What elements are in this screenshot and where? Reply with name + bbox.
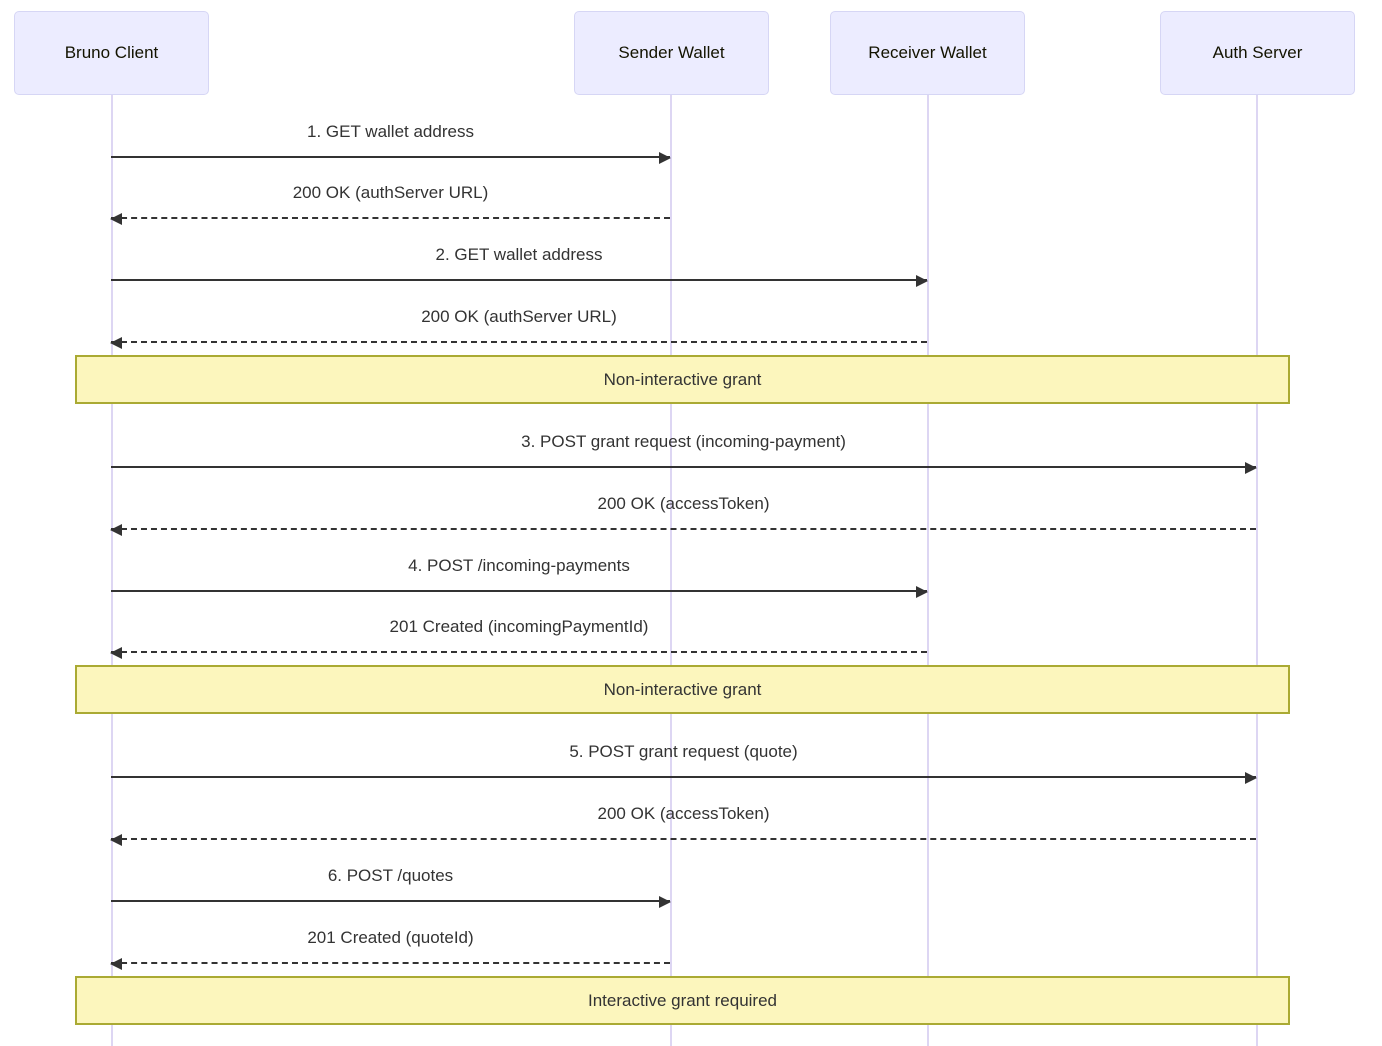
- message-arrow: [111, 152, 671, 164]
- message-arrow: [110, 958, 670, 970]
- message-arrow: [111, 586, 928, 598]
- arrowhead-right-icon: [1245, 772, 1257, 784]
- note-label: Non-interactive grant: [603, 369, 762, 389]
- participant-auth[interactable]: Auth Server: [1160, 11, 1355, 95]
- message-label: 200 OK (accessToken): [597, 494, 770, 513]
- message-arrow: [111, 896, 671, 908]
- note-band: Interactive grant required: [75, 976, 1290, 1025]
- note-label: Interactive grant required: [588, 990, 777, 1010]
- arrowhead-right-icon: [916, 586, 928, 598]
- message-label: 1. GET wallet address: [307, 122, 474, 141]
- arrowhead-right-icon: [916, 275, 928, 287]
- message-label: 200 OK (authServer URL): [292, 183, 489, 202]
- message-arrow: [110, 524, 1256, 536]
- participant-label: Receiver Wallet: [868, 43, 987, 62]
- participant-receiver[interactable]: Receiver Wallet: [830, 11, 1025, 95]
- message-label: 3. POST grant request (incoming-payment): [521, 432, 846, 451]
- message-label: 6. POST /quotes: [327, 866, 454, 885]
- participant-label: Auth Server: [1212, 43, 1303, 62]
- note-band: Non-interactive grant: [75, 665, 1290, 714]
- arrowhead-left-icon: [110, 524, 122, 536]
- message-arrow: [111, 462, 1257, 474]
- arrowhead-left-icon: [110, 647, 122, 659]
- message-arrow: [110, 647, 927, 659]
- arrowhead-left-icon: [110, 213, 122, 225]
- lifeline-auth: [1256, 11, 1258, 1046]
- participant-label: Bruno Client: [64, 43, 159, 62]
- message-arrow: [110, 337, 927, 349]
- message-label: 4. POST /incoming-payments: [408, 556, 630, 575]
- arrowhead-left-icon: [110, 834, 122, 846]
- message-arrow: [110, 834, 1256, 846]
- arrowhead-right-icon: [659, 896, 671, 908]
- message-arrow: [111, 275, 928, 287]
- message-label: 200 OK (accessToken): [597, 804, 770, 823]
- message-label: 201 Created (quoteId): [307, 928, 474, 947]
- participant-sender[interactable]: Sender Wallet: [574, 11, 769, 95]
- arrowhead-right-icon: [659, 152, 671, 164]
- participant-bruno[interactable]: Bruno Client: [14, 11, 209, 95]
- message-arrow: [110, 213, 670, 225]
- message-label: 201 Created (incomingPaymentId): [389, 617, 649, 636]
- arrowhead-right-icon: [1245, 462, 1257, 474]
- message-label: 200 OK (authServer URL): [421, 307, 617, 326]
- note-band: Non-interactive grant: [75, 355, 1290, 404]
- message-label: 5. POST grant request (quote): [569, 742, 798, 761]
- arrowhead-left-icon: [110, 337, 122, 349]
- participant-label: Sender Wallet: [618, 43, 725, 62]
- message-arrow: [111, 772, 1257, 784]
- message-label: 2. GET wallet address: [435, 245, 603, 264]
- note-label: Non-interactive grant: [603, 679, 762, 699]
- arrowhead-left-icon: [110, 958, 122, 970]
